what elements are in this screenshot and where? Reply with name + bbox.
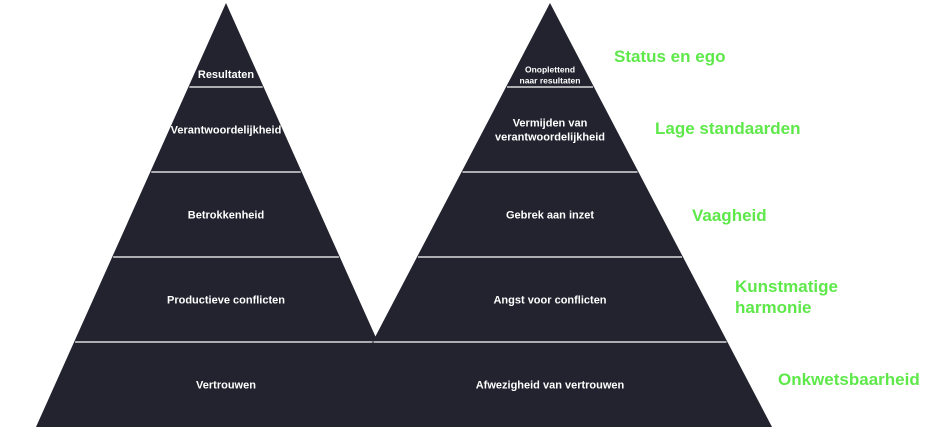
- left-pyramid-level-label: Betrokkenheid: [188, 210, 264, 222]
- side-label: Status en ego: [614, 47, 725, 66]
- right-pyramid-level-label: naar resultaten: [520, 76, 581, 86]
- side-label: Lage standaarden: [655, 119, 801, 138]
- left-pyramid-level-label: Productieve conflicten: [167, 295, 285, 307]
- side-label: Onkwetsbaarheid: [778, 370, 920, 389]
- right-pyramid-level-label: verantwoordelijkheid: [495, 132, 605, 144]
- left-pyramid-shape: [36, 3, 416, 427]
- left-pyramid-level-label: Resultaten: [198, 69, 255, 81]
- right-pyramid-level-label: Gebrek aan inzet: [506, 210, 594, 222]
- side-label: Vaagheid: [692, 206, 767, 225]
- left-pyramid-level-label: Vertrouwen: [196, 380, 256, 392]
- right-pyramid-level-label: Afwezigheid van vertrouwen: [476, 380, 625, 392]
- left-pyramid: ResultatenVerantwoordelijkheidBetrokkenh…: [36, 3, 416, 427]
- side-label: harmonie: [735, 298, 812, 317]
- right-pyramid-level-label: Angst voor conflicten: [493, 295, 606, 307]
- right-pyramid-level-label: Vermijden van: [513, 118, 588, 130]
- right-pyramid-level-label: Onoplettend: [525, 65, 575, 75]
- right-pyramid-shape: [328, 3, 772, 427]
- left-pyramid-level-label: Verantwoordelijkheid: [171, 125, 282, 137]
- side-label: Kunstmatige: [735, 277, 838, 296]
